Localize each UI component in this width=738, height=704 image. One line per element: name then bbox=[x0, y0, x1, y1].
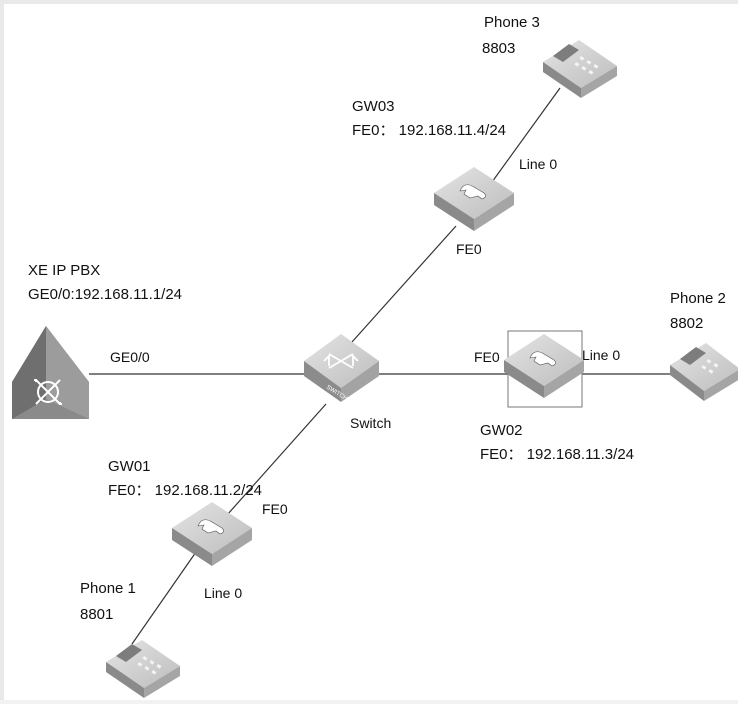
pbx-port-label: GE0/0 bbox=[110, 349, 150, 365]
phone2-name-label: Phone 2 bbox=[670, 290, 726, 307]
phone3-name-label: Phone 3 bbox=[484, 14, 540, 31]
link-switch-gw03 bbox=[351, 225, 457, 343]
topology-graphics: SWITCH bbox=[12, 40, 738, 698]
gw03-fe-port-label: FE0 bbox=[456, 241, 482, 257]
pbx-name-label: XE IP PBX bbox=[28, 262, 101, 279]
phone3-telephone-icon[interactable] bbox=[543, 40, 617, 98]
ip-pbx-icon[interactable] bbox=[12, 326, 89, 419]
link-gw03-phone3 bbox=[491, 87, 561, 183]
gw03-line-port-label: Line 0 bbox=[519, 156, 558, 172]
gw01-address-label: FE0： 192.168.11.2/24 bbox=[108, 482, 262, 499]
gw02-line-port-label: Line 0 bbox=[582, 347, 621, 363]
phone1-name-label: Phone 1 bbox=[80, 580, 136, 597]
gw01-name-label: GW01 bbox=[108, 458, 151, 475]
link-switch-gw01 bbox=[218, 403, 327, 525]
link-gw01-phone1 bbox=[131, 551, 197, 645]
switch-label: Switch bbox=[350, 415, 392, 431]
gw01-fe-port-label: FE0 bbox=[262, 501, 288, 517]
gw03-address-label: FE0： 192.168.11.4/24 bbox=[352, 122, 506, 139]
phone2-telephone-icon[interactable] bbox=[670, 343, 738, 401]
switch-icon[interactable]: SWITCH bbox=[304, 334, 379, 402]
phone1-telephone-icon[interactable] bbox=[106, 640, 180, 698]
gw01-line-port-label: Line 0 bbox=[204, 585, 243, 601]
gw02-voice-gateway-icon[interactable] bbox=[504, 334, 584, 398]
gw02-fe-port-label: FE0 bbox=[474, 349, 500, 365]
gw03-name-label: GW03 bbox=[352, 98, 395, 115]
phone3-ext-label: 8803 bbox=[482, 40, 516, 57]
pbx-address-label: GE0/0:192.168.11.1/24 bbox=[28, 286, 183, 303]
phone2-ext-label: 8802 bbox=[670, 315, 704, 332]
gw02-name-label: GW02 bbox=[480, 422, 523, 439]
gw02-address-label: FE0： 192.168.11.3/24 bbox=[480, 446, 634, 463]
gw01-voice-gateway-icon[interactable] bbox=[172, 502, 252, 566]
phone1-ext-label: 8801 bbox=[80, 606, 114, 623]
gw03-voice-gateway-icon[interactable] bbox=[434, 167, 514, 231]
